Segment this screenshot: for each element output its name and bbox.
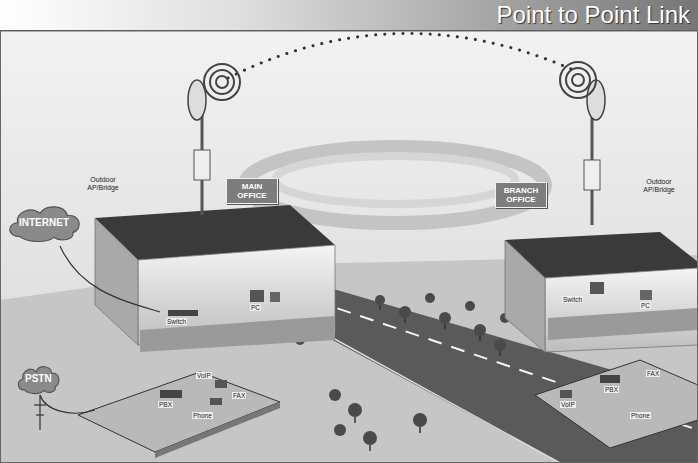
equipment-label: VoIP [560,401,576,408]
branch-office-building [505,232,698,448]
network-cloud: INTERNET [4,202,84,242]
network-cloud: PSTN [15,363,62,394]
right-antenna [560,62,605,225]
device-label: Outdoor AP/Bridge [636,178,682,194]
equipment-label: Phone [630,412,651,419]
equipment-label: PBX [604,386,619,393]
box-text: MAIN OFFICE [229,182,275,200]
scene-ground [0,31,698,463]
equipment-label: Switch [166,318,187,325]
equipment-label: VoIP [196,372,212,379]
equipment-label: PC [250,304,261,311]
cloud-text: PSTN [25,373,52,385]
title-text: Point to Point Link [497,1,690,29]
equipment-label: FAX [232,392,246,399]
equipment-label: PC [640,302,651,309]
wires [34,246,160,430]
box-text: BRANCH OFFICE [498,186,544,204]
equipment-label: PBX [158,401,173,408]
equipment-label: Phone [192,412,213,419]
office-label-box: BRANCH OFFICE [495,182,547,208]
main-office-building [78,205,335,458]
wireless-link [228,33,578,78]
office-label-box: MAIN OFFICE [226,178,278,204]
device-label: Outdoor AP/Bridge [80,176,126,192]
frame [1,31,698,463]
title-banner [0,0,698,31]
equipment-label: Switch [562,296,583,303]
cloud-text: INTERNET [19,217,69,229]
equipment-label: FAX [646,370,660,377]
